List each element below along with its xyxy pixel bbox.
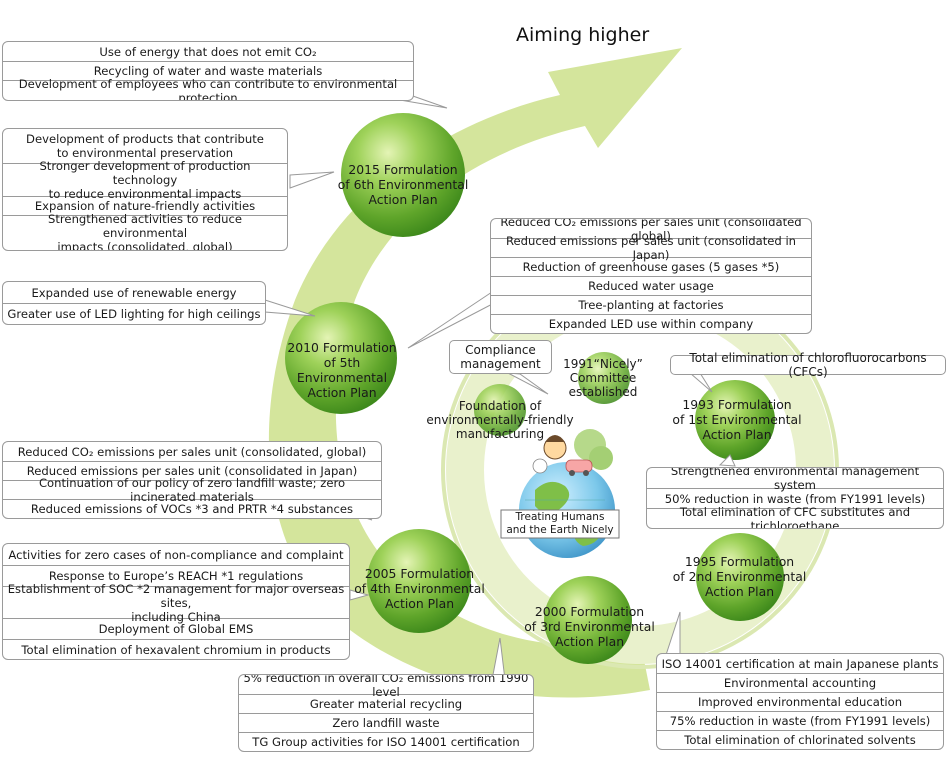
box-2010-left: Expanded use of renewable energy Greater… bbox=[2, 281, 266, 325]
list-item: Environmental accounting bbox=[657, 673, 943, 692]
list-item: Reduction of greenhouse gases (5 gases *… bbox=[491, 257, 811, 276]
nicely-committee-label: 1991“Nicely” Committee established bbox=[563, 357, 643, 399]
list-item: Reduced emissions of VOCs *3 and PRTR *4… bbox=[3, 499, 381, 518]
list-item: Greater material recycling bbox=[239, 694, 533, 713]
box-2015-activities: Development of products that contribute … bbox=[2, 128, 288, 251]
list-item: Reduced emissions per sales unit (consol… bbox=[491, 234, 811, 262]
plan-2005-label: 2005 Formulation of 4th Environmental Ac… bbox=[354, 566, 485, 611]
foundation-label: Foundation of environmentally-friendly m… bbox=[426, 399, 574, 441]
list-item: Response to Europe’s REACH *1 regulation… bbox=[3, 565, 349, 586]
sign-board bbox=[500, 509, 620, 539]
box-2005-compliance: Activities for zero cases of non-complia… bbox=[2, 543, 350, 660]
list-item: 75% reduction in waste (from FY1991 leve… bbox=[657, 711, 943, 730]
box-1995: ISO 14001 certification at main Japanese… bbox=[656, 653, 944, 750]
list-item: Greater use of LED lighting for high cei… bbox=[3, 303, 265, 324]
ball-1991 bbox=[578, 352, 630, 404]
list-item: Development of products that contribute … bbox=[26, 132, 264, 160]
plan-1993-label: 1993 Formulation of 1st Environmental Ac… bbox=[672, 397, 802, 442]
compliance-callout: Compliance management bbox=[449, 340, 552, 374]
list-item: Total elimination of hexavalent chromium… bbox=[3, 639, 349, 659]
ball-2005 bbox=[367, 529, 471, 633]
sign-text: Treating Humans and the Earth Nicely bbox=[506, 511, 614, 536]
list-item: Reduced emissions per sales unit (consol… bbox=[3, 461, 381, 480]
cfc-callout: Total elimination of chlorofluorocarbons… bbox=[670, 351, 946, 379]
ball-1993 bbox=[695, 380, 775, 460]
list-item: Expanded LED use within company bbox=[491, 314, 811, 333]
list-item: Activities for zero cases of non-complia… bbox=[8, 547, 344, 562]
list-item: Expanded use of renewable energy bbox=[31, 285, 237, 300]
plan-2010-label: 2010 Formulation of 5th Environmental Ac… bbox=[287, 340, 397, 400]
list-item: Strengthened environmental management sy… bbox=[670, 467, 920, 492]
box-2010-right: Reduced CO₂ emissions per sales unit (co… bbox=[490, 218, 812, 334]
list-item: Deployment of Global EMS bbox=[3, 618, 349, 639]
list-item: Total elimination of chlorinated solvent… bbox=[657, 730, 943, 749]
list-item: Zero landfill waste bbox=[239, 713, 533, 732]
ball-foundation bbox=[474, 384, 526, 436]
list-item: Expansion of nature-friendly activities bbox=[3, 196, 287, 215]
list-item: Continuation of our policy of zero landf… bbox=[3, 476, 381, 504]
list-item: 50% reduction in waste (from FY1991 leve… bbox=[647, 488, 943, 508]
list-item: Reduced water usage bbox=[491, 276, 811, 295]
list-item: Stronger development of production techn… bbox=[3, 159, 287, 201]
ball-1995 bbox=[696, 533, 784, 621]
list-item: Strengthened activities to reduce enviro… bbox=[3, 212, 287, 250]
list-item: Establishment of SOC *2 management for m… bbox=[3, 582, 349, 624]
list-item: Recycling of water and waste materials bbox=[3, 61, 413, 80]
box-2015-goals: Use of energy that does not emit CO₂ Rec… bbox=[2, 41, 414, 101]
ball-2015 bbox=[341, 113, 465, 237]
list-item: Reduced CO₂ emissions per sales unit (co… bbox=[17, 444, 367, 459]
list-item: TG Group activities for ISO 14001 certif… bbox=[239, 732, 533, 751]
list-item: Development of employees who can contrib… bbox=[3, 77, 413, 100]
list-item: 5% reduction in overall CO₂ emissions fr… bbox=[243, 674, 529, 699]
diagram-title: Aiming higher bbox=[516, 24, 650, 46]
list-item: ISO 14001 certification at main Japanese… bbox=[661, 656, 939, 671]
box-1993: Strengthened environmental management sy… bbox=[646, 467, 944, 529]
list-item: Tree-planting at factories bbox=[491, 295, 811, 314]
box-2005-emissions: Reduced CO₂ emissions per sales unit (co… bbox=[2, 441, 382, 519]
box-2000: 5% reduction in overall CO₂ emissions fr… bbox=[238, 674, 534, 752]
list-item: Total elimination of CFC substitutes and… bbox=[647, 505, 943, 528]
ball-2000 bbox=[544, 576, 632, 664]
plan-1995-label: 1995 Formulation of 2nd Environmental Ac… bbox=[672, 554, 807, 599]
list-item: Use of energy that does not emit CO₂ bbox=[99, 44, 317, 59]
plan-2000-label: 2000 Formulation of 3rd Environmental Ac… bbox=[524, 604, 655, 649]
plan-2015-label: 2015 Formulation of 6th Environmental Ac… bbox=[337, 162, 469, 207]
ball-2010 bbox=[285, 302, 397, 414]
list-item: Improved environmental education bbox=[657, 692, 943, 711]
